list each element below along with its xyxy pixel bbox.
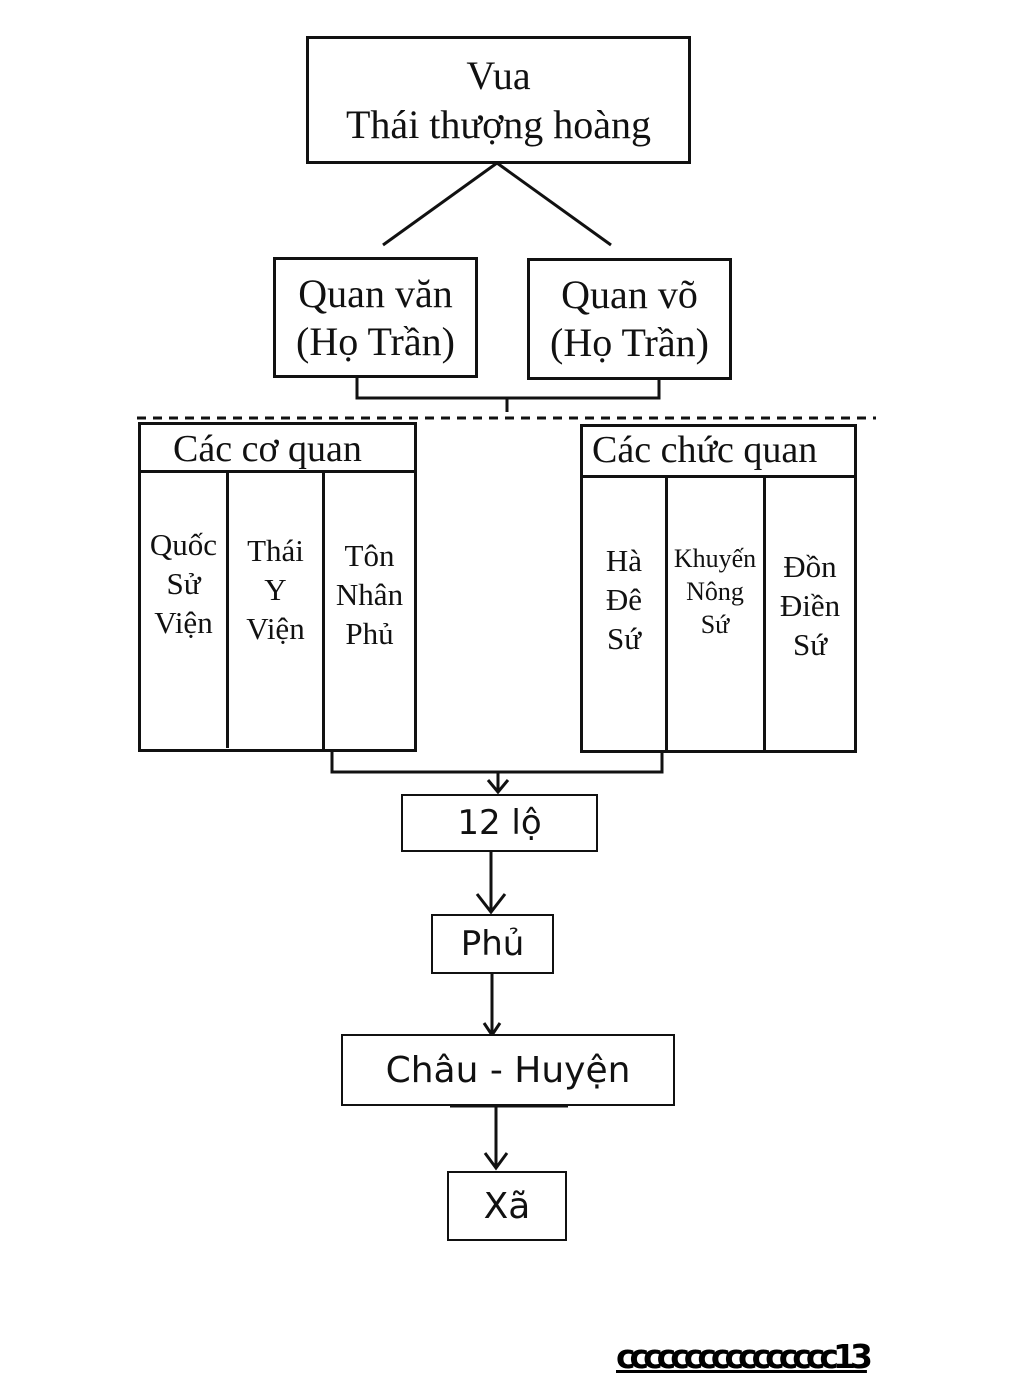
agency-3-line-1: Tôn <box>344 538 395 573</box>
chau-huyen-label: Châu - Huyện <box>385 1049 631 1091</box>
office-land-reclamation: Đồn Điền Sứ <box>766 547 854 664</box>
agency-1-line-2: Sử <box>166 566 201 601</box>
office-1-line-3: Sứ <box>606 621 642 656</box>
office-2-line-1: Khuyến <box>673 544 757 573</box>
agency-national-history: Quốc Sử Viện <box>141 525 226 642</box>
xa-box: Xã <box>447 1171 567 1241</box>
agencies-col-divider-2 <box>322 470 325 752</box>
office-dike: Hà Đê Sứ <box>583 541 665 658</box>
phu-label: Phủ <box>460 924 525 964</box>
connector-to-quan-vo <box>496 161 612 247</box>
office-3-line-3: Sứ <box>792 627 828 662</box>
agency-3-line-2: Nhân <box>335 577 404 612</box>
agency-3-line-3: Phủ <box>345 616 394 651</box>
king-label: Vua <box>466 53 531 98</box>
offices-col-divider-2 <box>763 475 766 750</box>
agency-medical: Thái Y Viện <box>229 531 322 648</box>
office-3-line-1: Đồn <box>783 549 837 584</box>
lo-box: 12 lộ <box>401 794 598 852</box>
chau-huyen-box: Châu - Huyện <box>341 1034 675 1106</box>
retired-king-label: Thái thượng hoàng <box>346 102 651 147</box>
agency-royal-clan: Tôn Nhân Phủ <box>325 536 414 653</box>
offices-title-divider <box>583 475 854 478</box>
agency-1-line-3: Viện <box>154 605 213 640</box>
office-agriculture: Khuyến Nông Sứ <box>667 542 763 641</box>
officials-bracket <box>355 377 661 400</box>
agencies-title-divider <box>141 470 414 473</box>
groups-bracket <box>330 752 664 774</box>
office-2-line-3: Sứ <box>700 610 730 639</box>
phu-box: Phủ <box>431 914 554 974</box>
civil-officials-family: (Họ Trần) <box>296 318 455 364</box>
civil-officials-box: Quan văn (Họ Trần) <box>273 257 478 378</box>
office-3-line-2: Điền <box>779 588 841 623</box>
offices-col-divider-1 <box>665 475 668 750</box>
military-officials-label: Quan võ <box>561 272 698 317</box>
agency-1-line-1: Quốc <box>149 527 218 562</box>
xa-label: Xã <box>483 1185 531 1227</box>
author-watermark: cccccccccccccccc13 <box>616 1337 873 1376</box>
office-1-line-1: Hà <box>605 543 643 578</box>
offices-group: Các chức quan Hà Đê Sứ Khuyến Nông Sứ Đồ… <box>580 424 857 753</box>
agency-2-line-1: Thái <box>247 533 304 568</box>
agency-2-line-2: Y <box>264 572 287 607</box>
agencies-title: Các cơ quan <box>173 428 362 470</box>
arrow-lo-phu-head <box>475 893 507 915</box>
civil-officials-label: Quan văn <box>298 270 453 316</box>
office-2-line-2: Nông <box>686 577 744 606</box>
offices-title: Các chức quan <box>592 429 818 471</box>
groups-arrow-head <box>486 779 510 795</box>
connector-to-quan-van <box>382 161 498 247</box>
agency-2-line-3: Viện <box>246 611 305 646</box>
arrow-chau-xa-head <box>483 1152 509 1171</box>
military-officials-family: (Họ Trần) <box>550 320 709 365</box>
military-officials-box: Quan võ (Họ Trần) <box>527 258 732 380</box>
lo-label: 12 lộ <box>457 803 542 843</box>
office-1-line-2: Đê <box>605 582 643 617</box>
king-box: Vua Thái thượng hoàng <box>306 36 691 164</box>
agencies-col-divider-1 <box>226 470 229 748</box>
agencies-group: Các cơ quan Quốc Sử Viện Thái Y Viện Tôn… <box>138 422 417 752</box>
